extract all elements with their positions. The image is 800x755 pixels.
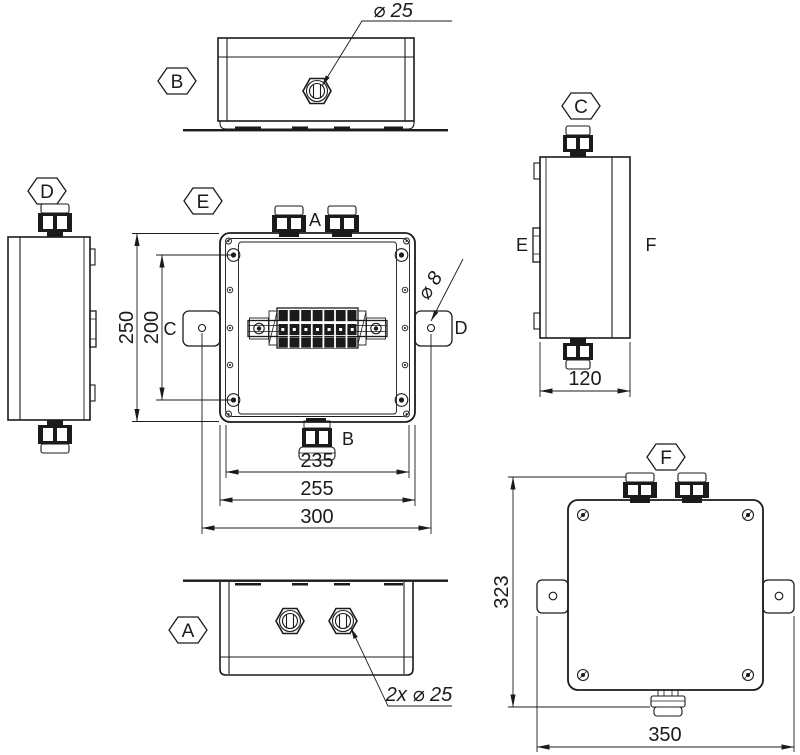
leader-gland-diameter: ⌀ 25	[321, 0, 452, 87]
view-left-d: D	[7, 177, 97, 454]
view-marker-d: D	[27, 177, 67, 205]
mounting-flange-edge	[183, 579, 448, 582]
dimension-lid-width: 255	[219, 425, 416, 506]
dimension-inner-width: 235	[225, 425, 410, 478]
view-marker-b: B	[157, 67, 197, 95]
cable-gland-left	[275, 607, 305, 635]
cable-gland-right	[328, 607, 358, 635]
cable-glands-top	[272, 205, 359, 237]
dim-depth: 120	[568, 368, 601, 390]
mounting-tab-right	[414, 310, 453, 347]
hexagon-marker	[168, 616, 208, 644]
leader-tab-hole-diameter: ⌀ 8	[413, 258, 464, 322]
view-marker-letter: D	[40, 182, 54, 203]
hexagon-marker	[646, 443, 686, 471]
label-left-tab: C	[164, 319, 177, 339]
mounting-flange-edge	[183, 129, 448, 132]
cable-gland-bottom	[38, 420, 72, 454]
tab-hole	[548, 591, 558, 601]
mounting-tab-edge	[89, 310, 97, 348]
dim-inner-width: 235	[300, 450, 333, 472]
view-marker-f: F	[646, 443, 686, 471]
label-right-tab: D	[455, 318, 468, 338]
dimension-outer-height: 250	[116, 233, 219, 422]
enclosure-outline	[219, 582, 414, 676]
enclosure-outline	[532, 156, 631, 339]
dim-overall-width: 350	[648, 724, 681, 746]
label-bottom-gland: B	[342, 429, 354, 449]
cable-gland-bottom	[650, 689, 686, 717]
dim-lid-width: 255	[300, 478, 333, 500]
tab-hole	[426, 323, 436, 333]
view-back-f: F	[491, 443, 795, 752]
enclosure-outline	[217, 37, 415, 130]
lid-boss-edge	[89, 248, 96, 266]
cable-gland-top	[302, 77, 332, 105]
mounting-tab-right	[762, 579, 795, 614]
mounting-tab-left	[182, 310, 221, 347]
enclosure-outline	[567, 499, 764, 691]
view-marker-a: A	[168, 616, 208, 644]
terminal-dividers	[281, 309, 354, 348]
lid-corner-screws	[225, 237, 410, 418]
corner-screws	[576, 508, 755, 682]
lid-boss-edge	[533, 162, 541, 180]
view-marker-letter: A	[182, 621, 195, 642]
view-marker-e: E	[183, 187, 223, 215]
view-marker-letter: F	[660, 448, 672, 469]
dim-screw-spacing: 200	[141, 311, 163, 344]
view-front-e: E A	[116, 187, 468, 534]
view-right-c: C E F	[516, 92, 657, 397]
dim-tab-hole-spacing: 300	[300, 506, 333, 528]
lid-boss-edge	[533, 312, 541, 330]
view-marker-letter: C	[574, 97, 588, 118]
dimension-tab-hole-spacing: 300	[201, 333, 432, 534]
view-marker-c: C	[561, 92, 601, 120]
lid-boss-edge	[89, 384, 96, 402]
frame-strip-screws	[226, 286, 409, 369]
label-top-glands: A	[309, 210, 321, 230]
tab-hole	[197, 323, 207, 333]
dimension-overall-width: 350	[536, 616, 795, 752]
cable-gland-bottom	[563, 338, 593, 370]
dimension-overall-height: 323	[491, 476, 650, 708]
flange-tick-marks	[235, 583, 403, 586]
label-back-face: F	[646, 235, 657, 255]
dim-outer-height: 250	[116, 311, 138, 344]
label-front-face: E	[516, 235, 528, 255]
enclosure-outline	[7, 236, 97, 421]
dimension-screw-spacing: 200	[141, 254, 232, 401]
hexagon-marker	[561, 92, 601, 120]
cable-glands-top	[623, 472, 709, 503]
dim-overall-height: 323	[491, 575, 513, 608]
view-bottom-a: A	[168, 579, 453, 707]
view-top-b: B ⌀ 25	[157, 0, 452, 132]
view-marker-letter: E	[197, 192, 210, 213]
terminal-block	[276, 307, 359, 349]
hexagon-marker	[27, 177, 67, 205]
dim-bottom-glands: 2x ⌀ 25	[385, 684, 453, 706]
flange-tick-marks	[235, 126, 403, 129]
mounting-tab-edge	[532, 227, 541, 263]
cable-gland-bottom	[298, 418, 336, 461]
view-marker-letter: B	[171, 72, 184, 93]
cable-gland-top	[38, 203, 72, 237]
tab-hole	[774, 591, 784, 601]
leader-bottom-glands: 2x ⌀ 25	[350, 627, 453, 707]
dim-top-gland-diameter: ⌀ 25	[373, 0, 414, 22]
dimension-depth: 120	[539, 342, 631, 397]
mounting-tab-left	[536, 579, 569, 614]
cable-gland-top	[563, 125, 593, 157]
hexagon-marker	[183, 187, 223, 215]
hexagon-marker	[157, 67, 197, 95]
